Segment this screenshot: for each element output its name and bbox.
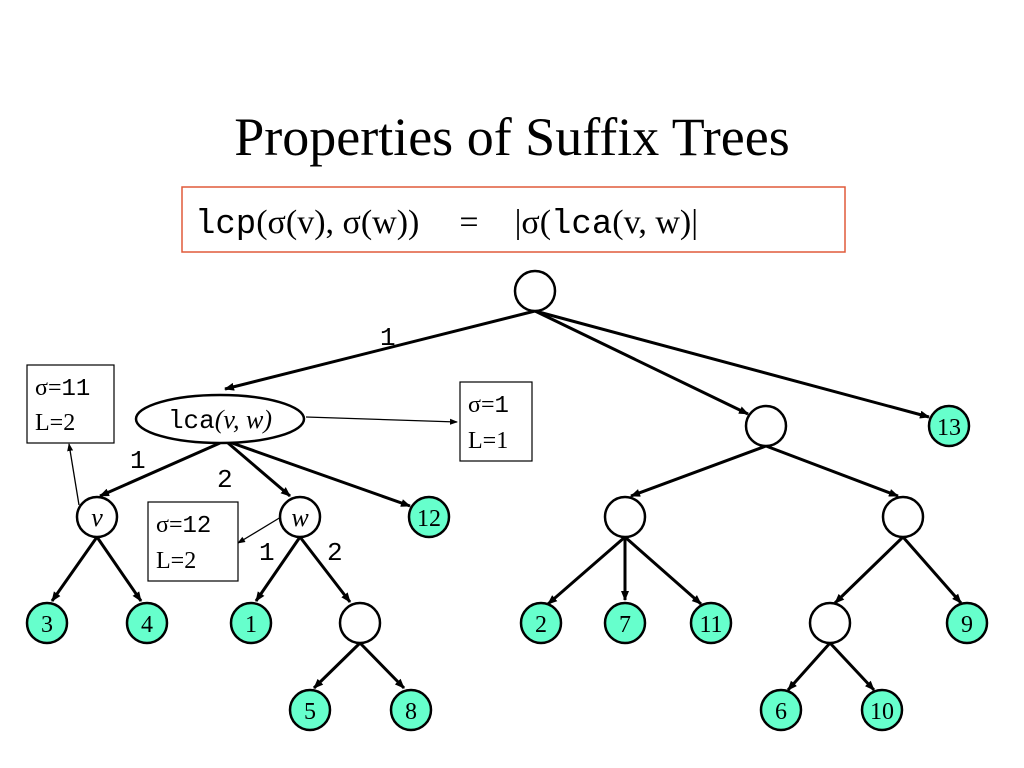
edge-left-2 xyxy=(547,535,626,606)
svg-text:12: 12 xyxy=(417,506,441,532)
internal-node-right-left xyxy=(603,495,647,539)
formula-lcp: lcp xyxy=(195,206,256,244)
pointer-w-sigma12 xyxy=(237,516,282,544)
edge-lca-w xyxy=(227,441,291,498)
v-node: v xyxy=(75,495,119,539)
formula-lca: lca xyxy=(551,206,612,244)
leaf-node: 3 xyxy=(25,601,69,645)
leaf-node: 2 xyxy=(519,601,563,645)
pointer-lca-sigma1 xyxy=(305,416,458,425)
edge-right-left xyxy=(630,444,767,498)
info-box-sigma11: σ=11 L=2 xyxy=(26,364,115,444)
edge-labels: 1 1 2 1 2 xyxy=(130,323,396,568)
internal-node-w-child xyxy=(338,601,382,645)
v-node-label: v xyxy=(91,503,103,532)
leaf-node: 6 xyxy=(759,688,803,732)
formula-rhs-args: (v, w)| xyxy=(612,204,698,241)
edge-v-3 xyxy=(50,536,99,602)
w-node-label: w xyxy=(291,503,309,532)
annotation-pointers xyxy=(67,416,458,544)
info-box-sigma11-sigma: σ=11 xyxy=(35,375,90,403)
edge-root-lca xyxy=(224,309,536,391)
svg-text:6: 6 xyxy=(775,699,787,725)
pointer-v-sigma11 xyxy=(67,443,80,506)
edge-v-4 xyxy=(95,536,143,602)
leaf-node: 4 xyxy=(125,601,169,645)
edge-lca-v xyxy=(99,441,221,498)
info-box-sigma11-l: L=2 xyxy=(35,410,75,436)
svg-text:4: 4 xyxy=(141,612,153,638)
info-box-sigma1-sigma: σ=1 xyxy=(468,392,509,420)
leaf-node: 7 xyxy=(603,601,647,645)
leaf-node: 5 xyxy=(288,688,332,732)
svg-text:11: 11 xyxy=(699,612,722,638)
svg-text:10: 10 xyxy=(870,699,894,725)
edge-label-lca-v: 1 xyxy=(130,446,146,476)
svg-text:5: 5 xyxy=(304,699,316,725)
edge-root-right xyxy=(534,309,749,416)
edge-w-inner xyxy=(298,536,352,603)
edge-rr-9 xyxy=(901,536,963,604)
lca-node: lca(v, w) xyxy=(134,393,306,445)
internal-nodes xyxy=(338,269,925,645)
internal-node-right-right-left xyxy=(808,601,852,645)
svg-text:1: 1 xyxy=(245,612,257,638)
info-box-sigma12-l: L=2 xyxy=(156,548,196,574)
svg-text:8: 8 xyxy=(405,699,417,725)
leaf-node: 1 xyxy=(229,601,273,645)
edge-w-1 xyxy=(254,536,302,602)
edge-inner2-10 xyxy=(828,641,876,692)
formula: lcp(σ(v), σ(w)) = |σ(lca(v, w)| xyxy=(195,204,698,244)
w-node: w xyxy=(278,495,322,539)
formula-border xyxy=(181,186,846,253)
edge-inner2-6 xyxy=(786,642,832,691)
edge-left-11 xyxy=(624,535,702,606)
leaf-node: 9 xyxy=(945,601,989,645)
formula-bar-open: |σ( xyxy=(515,204,551,241)
svg-text:9: 9 xyxy=(961,612,973,638)
edge-rr-inner xyxy=(833,535,905,605)
leaf-node: 13 xyxy=(927,404,971,448)
leaf-node: 10 xyxy=(860,688,904,732)
svg-text:7: 7 xyxy=(619,612,631,638)
svg-text:13: 13 xyxy=(937,415,961,441)
leaf-node: 11 xyxy=(689,601,733,645)
leaf-nodes: 3 4 1 5 8 12 13 2 xyxy=(25,404,989,732)
edge-label-lca-w: 2 xyxy=(217,465,233,495)
edge-label-w-1: 1 xyxy=(259,538,275,568)
tree-edges xyxy=(50,309,963,692)
formula-box: lcp(σ(v), σ(w)) = |σ(lca(v, w)| xyxy=(181,186,846,253)
formula-equals: = xyxy=(459,204,478,241)
edge-root-13 xyxy=(534,309,930,419)
edge-right-right xyxy=(765,444,899,498)
info-box-sigma12-sigma: σ=12 xyxy=(156,512,211,540)
root-node xyxy=(513,269,557,313)
lca-node-label: lca(v, w) xyxy=(168,405,272,436)
internal-node-right-right xyxy=(881,495,925,539)
leaf-node: 12 xyxy=(407,495,451,539)
slide-title: Properties of Suffix Trees xyxy=(234,107,790,167)
edge-inner-5 xyxy=(312,641,362,690)
edge-label-w-inner: 2 xyxy=(327,538,343,568)
edge-label-root-lca: 1 xyxy=(380,323,396,353)
info-box-sigma1: σ=1 L=1 xyxy=(459,381,533,462)
info-box-sigma12: σ=12 L=2 xyxy=(147,501,239,582)
svg-text:2: 2 xyxy=(535,612,547,638)
leaf-node: 8 xyxy=(389,688,433,732)
edge-lca-12 xyxy=(231,441,411,508)
svg-text:3: 3 xyxy=(41,612,53,638)
internal-node-right xyxy=(744,404,788,448)
info-box-sigma1-l: L=1 xyxy=(468,428,508,454)
edge-inner-8 xyxy=(358,641,406,690)
formula-lhs-args: (σ(v), σ(w)) xyxy=(256,204,419,241)
